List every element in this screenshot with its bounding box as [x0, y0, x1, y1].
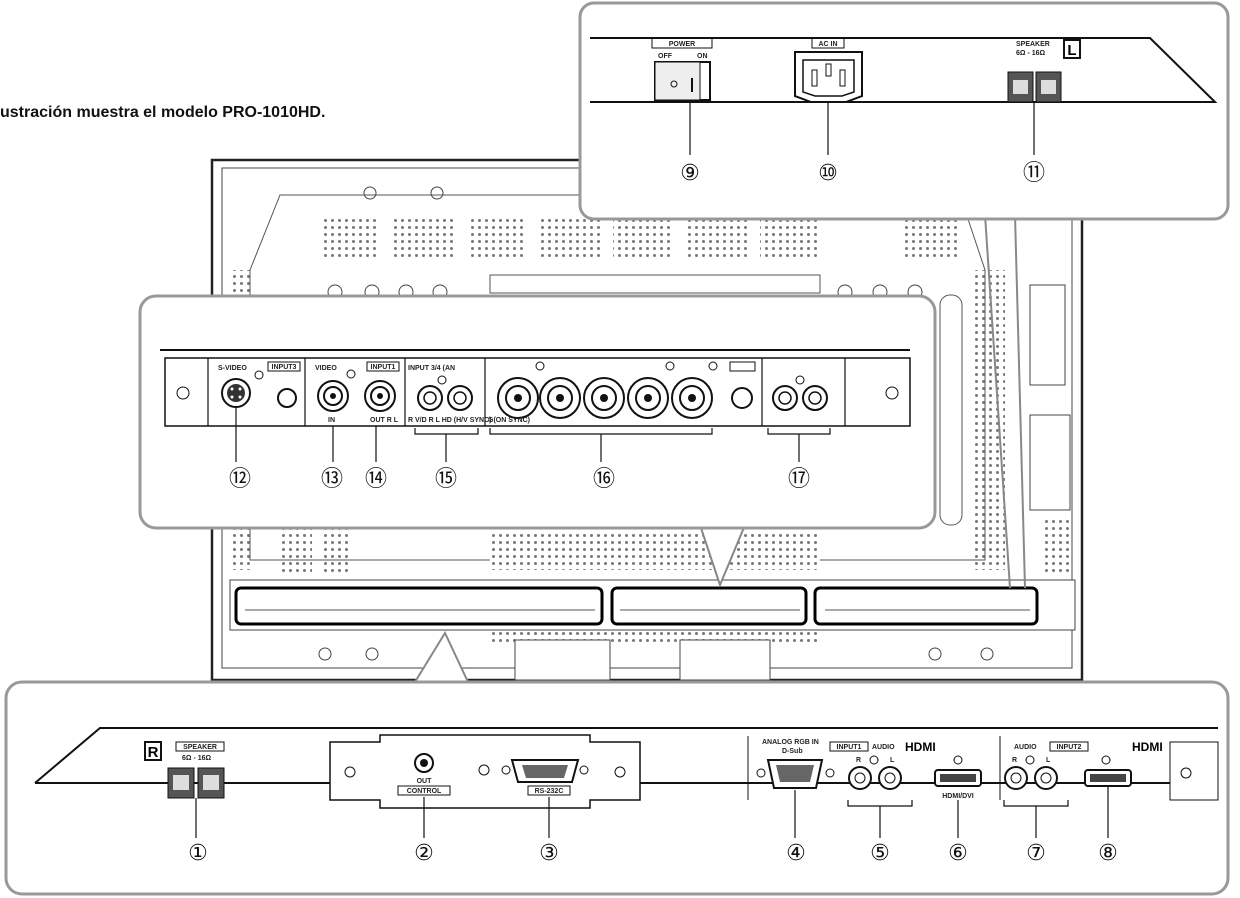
callout-11: ⑪	[1023, 160, 1045, 185]
audio-l-label-2: L	[1046, 757, 1051, 764]
rgb-sync-label: R V/D R L HD (H/V SYNC)	[408, 417, 492, 424]
side-label-l: L	[1067, 42, 1076, 59]
audio-label-1: AUDIO	[872, 744, 895, 751]
input3-label: INPUT3	[272, 364, 297, 371]
power-off-label: OFF	[658, 53, 673, 60]
callout-2: ②	[414, 840, 434, 865]
callout-12: ⑫	[229, 466, 251, 491]
power-on-label: ON	[697, 53, 708, 60]
power-switch[interactable]: POWER OFF ON	[651, 37, 713, 101]
speaker-label-l: SPEAKER	[1016, 41, 1050, 48]
video-out-jack	[364, 380, 396, 412]
callout-16: ⑯	[593, 466, 615, 491]
callout-1: ①	[188, 840, 208, 865]
speaker-imp-label-r: 6Ω - 16Ω	[182, 755, 212, 762]
zoom-panel-top: POWER OFF ON AC IN SPEAKER 6Ω - 16Ω L	[578, 1, 1230, 221]
callout-10: ⑩	[818, 160, 838, 185]
zoom-panel-bottom: R SPEAKER 6Ω - 16Ω OUT CONTROL RS	[4, 680, 1230, 896]
callout-3: ③	[539, 840, 559, 865]
in-label: IN	[328, 417, 335, 424]
control-out-label: OUT	[417, 778, 433, 785]
hdmi-logo-2: HDMI	[1132, 740, 1163, 754]
hdmi-logo-1: HDMI	[905, 740, 936, 754]
dsub-label: D-Sub	[782, 748, 803, 755]
callout-15: ⑮	[435, 466, 457, 491]
ac-in-label: AC IN	[818, 41, 837, 48]
audio-r-label-2: R	[1012, 757, 1017, 764]
analog-rgb-in-label: ANALOG RGB IN	[762, 739, 819, 746]
callout-7: ⑦	[1026, 840, 1046, 865]
input2-audio-jacks	[1004, 766, 1058, 790]
input1-label: INPUT1	[837, 744, 862, 751]
side-label-r: R	[148, 744, 159, 761]
video-in-jack	[317, 380, 349, 412]
speaker-imp-label-l: 6Ω - 16Ω	[1016, 50, 1046, 57]
audio-l-label-1: L	[890, 757, 895, 764]
s-video-label: S-VIDEO	[218, 365, 247, 372]
input2-label: INPUT2	[1057, 744, 1082, 751]
audio-input-jacks	[417, 385, 473, 411]
input4-analog-label: INPUT 3/4 (AN	[408, 365, 455, 372]
caption: ustración muestra el modelo PRO-1010HD.	[0, 104, 326, 121]
bnc-connectors	[497, 377, 713, 419]
hdmi-port-2	[1084, 769, 1132, 787]
video-label: VIDEO	[315, 365, 337, 372]
out-rl-label: OUT R L	[370, 417, 399, 424]
rs232c-port: RS-232C	[501, 759, 589, 796]
control-out-jack: OUT CONTROL	[397, 753, 451, 796]
callout-17: ⑰	[788, 466, 810, 491]
callout-9: ⑨	[680, 160, 700, 185]
audio-r-label-1: R	[856, 757, 861, 764]
audio-label-2: AUDIO	[1014, 744, 1037, 751]
rs232c-label: RS-232C	[535, 788, 564, 795]
control-label: CONTROL	[407, 788, 442, 795]
dsub-port	[756, 759, 835, 789]
hdmi-dvi-label: HDMI/DVI	[942, 793, 974, 800]
callout-4: ④	[786, 840, 806, 865]
gon-sync-label: G(ON SYNC)	[488, 417, 530, 424]
zoom-panel-middle: S-VIDEO INPUT3 VIDEO INPUT1 IN OUT R L	[138, 294, 937, 530]
input1-audio-jacks	[848, 766, 902, 790]
callout-14: ⑭	[365, 466, 387, 491]
callout-5: ⑤	[870, 840, 890, 865]
s-video-jack	[221, 378, 251, 408]
power-label: POWER	[669, 41, 695, 48]
speaker-label-r: SPEAKER	[183, 744, 217, 751]
speaker-terminal-right: R SPEAKER 6Ω - 16Ω	[144, 741, 225, 799]
ac-in-socket: AC IN	[794, 37, 863, 103]
callout-13: ⑬	[321, 466, 343, 491]
speaker-terminal-left: SPEAKER 6Ω - 16Ω L	[1007, 39, 1081, 103]
callout-8: ⑧	[1098, 840, 1118, 865]
hdmi-dvi-port: HDMI/DVI	[934, 769, 982, 800]
input1-label-mid: INPUT1	[371, 364, 396, 371]
callout-6: ⑥	[948, 840, 968, 865]
